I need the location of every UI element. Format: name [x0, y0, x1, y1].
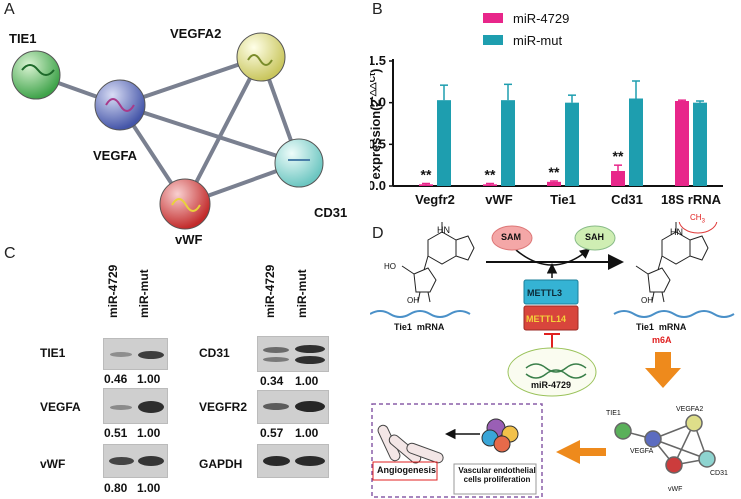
adenosine-left — [401, 222, 475, 303]
panel-label-a: A — [4, 1, 15, 18]
bar-miR-mut-vWF — [501, 100, 515, 186]
blot-value-vegfr2-2: 1.00 — [295, 426, 319, 440]
blot-label-vwf: vWF — [40, 457, 66, 471]
blot-strip-tie1 — [103, 338, 168, 370]
blot-label-tie1: TIE1 — [40, 346, 66, 360]
bar-miR-4729-Vegfr2 — [419, 184, 433, 186]
adenosine-right — [635, 222, 718, 303]
mettl3-label: METTL3 — [527, 288, 562, 298]
y-tick-label: 0.5 — [370, 136, 386, 151]
bar-miR-4729-Tie1 — [547, 181, 561, 186]
y-tick-label: 1.0 — [370, 95, 386, 110]
node-label-cd31: CD31 — [314, 205, 348, 220]
tie1-mrna-left-label: Tie1 mRNA — [394, 322, 445, 332]
oh-left-label: OH — [407, 296, 419, 305]
x-tick-label: 18S rRNA — [661, 192, 722, 207]
lane-label-right-1: miR-4729 — [263, 264, 277, 318]
cells — [481, 418, 519, 453]
node-label-vwf: vWF — [175, 232, 203, 247]
panel-label-b: B — [372, 1, 383, 18]
blot-strip-vegfa — [103, 388, 168, 424]
sah-label: SAH — [585, 232, 605, 242]
ch3-label: CH3 — [690, 213, 705, 225]
blot-strip-vegfr2 — [257, 390, 329, 424]
x-tick-label: Cd31 — [611, 192, 643, 207]
legend-label-miR-mut: miR-mut — [513, 33, 562, 48]
legend-label-miR-4729: miR-4729 — [513, 11, 569, 26]
significance-label: ** — [613, 148, 624, 164]
blot-strip-gapdh — [257, 444, 329, 478]
blot-value-vwf-2: 1.00 — [137, 481, 161, 495]
blot-label-vegfa: VEGFA — [40, 400, 81, 414]
significance-label: ** — [485, 167, 496, 183]
ho-left-label: HO — [384, 262, 396, 271]
sam-label: SAM — [501, 232, 521, 242]
blot-label-vegfr2: VEGFR2 — [199, 400, 248, 414]
angiogenesis-label: Angiogenesis — [377, 465, 437, 475]
x-tick-label: Vegfr2 — [415, 192, 455, 207]
bar-miR-4729-vWF — [483, 184, 497, 186]
blot-strip-vwf — [103, 444, 168, 478]
hn-right-label: HN — [670, 227, 683, 237]
small-node-vegfa: VEGFA — [630, 448, 654, 455]
small-node-vwf: vWF — [668, 486, 683, 493]
node-vegfa2 — [236, 32, 286, 82]
node-vwf — [159, 178, 211, 230]
small-node-vegfa2: VEGFA2 — [676, 406, 704, 413]
network-diagram-a — [11, 32, 324, 230]
node-label-vegfa: VEGFA — [93, 148, 138, 163]
node-label-tie1: TIE1 — [9, 31, 37, 46]
blot-value-vegfr2-1: 0.57 — [260, 426, 284, 440]
mettl14-label: METTL14 — [526, 314, 567, 324]
node-label-vegfa2: VEGFA2 — [170, 26, 222, 41]
small-network — [614, 414, 716, 474]
blot-strip-cd31 — [257, 336, 329, 372]
blot-value-cd31-1: 0.34 — [260, 374, 284, 388]
y-axis-label-line2: expression(2-△△Ct) — [370, 69, 383, 180]
significance-label: ** — [549, 164, 560, 180]
small-node-cd31: CD31 — [710, 470, 728, 477]
panel-label-c: C — [4, 245, 16, 262]
legend-swatch-miR-4729 — [483, 13, 503, 23]
lane-label-left-1: miR-4729 — [106, 264, 120, 318]
m6a-label: m6A — [652, 335, 672, 345]
bar-miR-mut-Cd31 — [629, 98, 643, 186]
blot-value-vegfa-1: 0.51 — [104, 426, 128, 440]
node-cd31 — [274, 138, 324, 188]
lane-label-right-2: miR-mut — [295, 269, 309, 318]
x-tick-label: Tie1 — [550, 192, 576, 207]
test-tubes — [377, 424, 444, 464]
y-tick-label: 1.5 — [370, 53, 386, 68]
bar-chart-b: 0.00.51.01.5Relative mRNAsexpression(2-△… — [370, 11, 723, 207]
blot-label-gapdh: GAPDH — [199, 457, 243, 471]
blot-value-vegfa-2: 1.00 — [137, 426, 161, 440]
schematic-d — [370, 222, 735, 498]
node-vegfa — [94, 79, 146, 131]
tie1-mrna-right-label: Tie1 mRNA — [636, 322, 687, 332]
y-tick-label: 0.0 — [370, 178, 386, 193]
blot-value-cd31-2: 1.00 — [295, 374, 319, 388]
bar-miR-mut-Tie1 — [565, 102, 579, 186]
bar-miR-mut-Vegfr2 — [437, 100, 451, 186]
blot-value-tie1-2: 1.00 — [137, 372, 161, 386]
blot-label-cd31: CD31 — [199, 346, 230, 360]
lane-label-left-2: miR-mut — [137, 269, 151, 318]
significance-label: ** — [421, 167, 432, 183]
node-tie1 — [11, 50, 61, 100]
bar-miR-mut-18S rRNA — [693, 102, 707, 186]
bar-miR-4729-18S rRNA — [675, 101, 689, 186]
mirna-label: miR-4729 — [531, 380, 572, 390]
small-node-tie1: TIE1 — [606, 410, 621, 417]
x-tick-label: vWF — [485, 192, 513, 207]
blot-value-tie1-1: 0.46 — [104, 372, 128, 386]
oh-right-label: OH — [641, 296, 653, 305]
hn-left-label: HN — [437, 225, 450, 235]
bar-miR-4729-Cd31 — [611, 171, 625, 186]
legend-swatch-miR-mut — [483, 35, 503, 45]
panel-label-d: D — [372, 225, 384, 242]
blot-value-vwf-1: 0.80 — [104, 481, 128, 495]
